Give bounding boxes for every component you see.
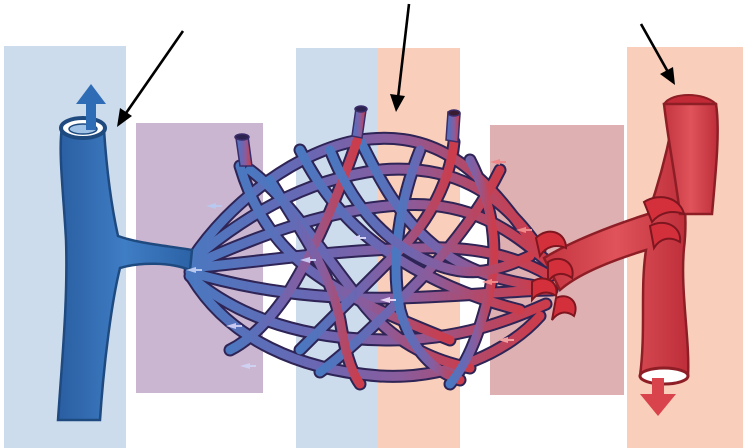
capillary-stub-2-opening	[355, 106, 367, 112]
pointer-arrow-vein	[117, 31, 183, 127]
capillary-stub-1-opening	[235, 134, 249, 140]
capillary-stub-3-opening	[448, 110, 460, 116]
